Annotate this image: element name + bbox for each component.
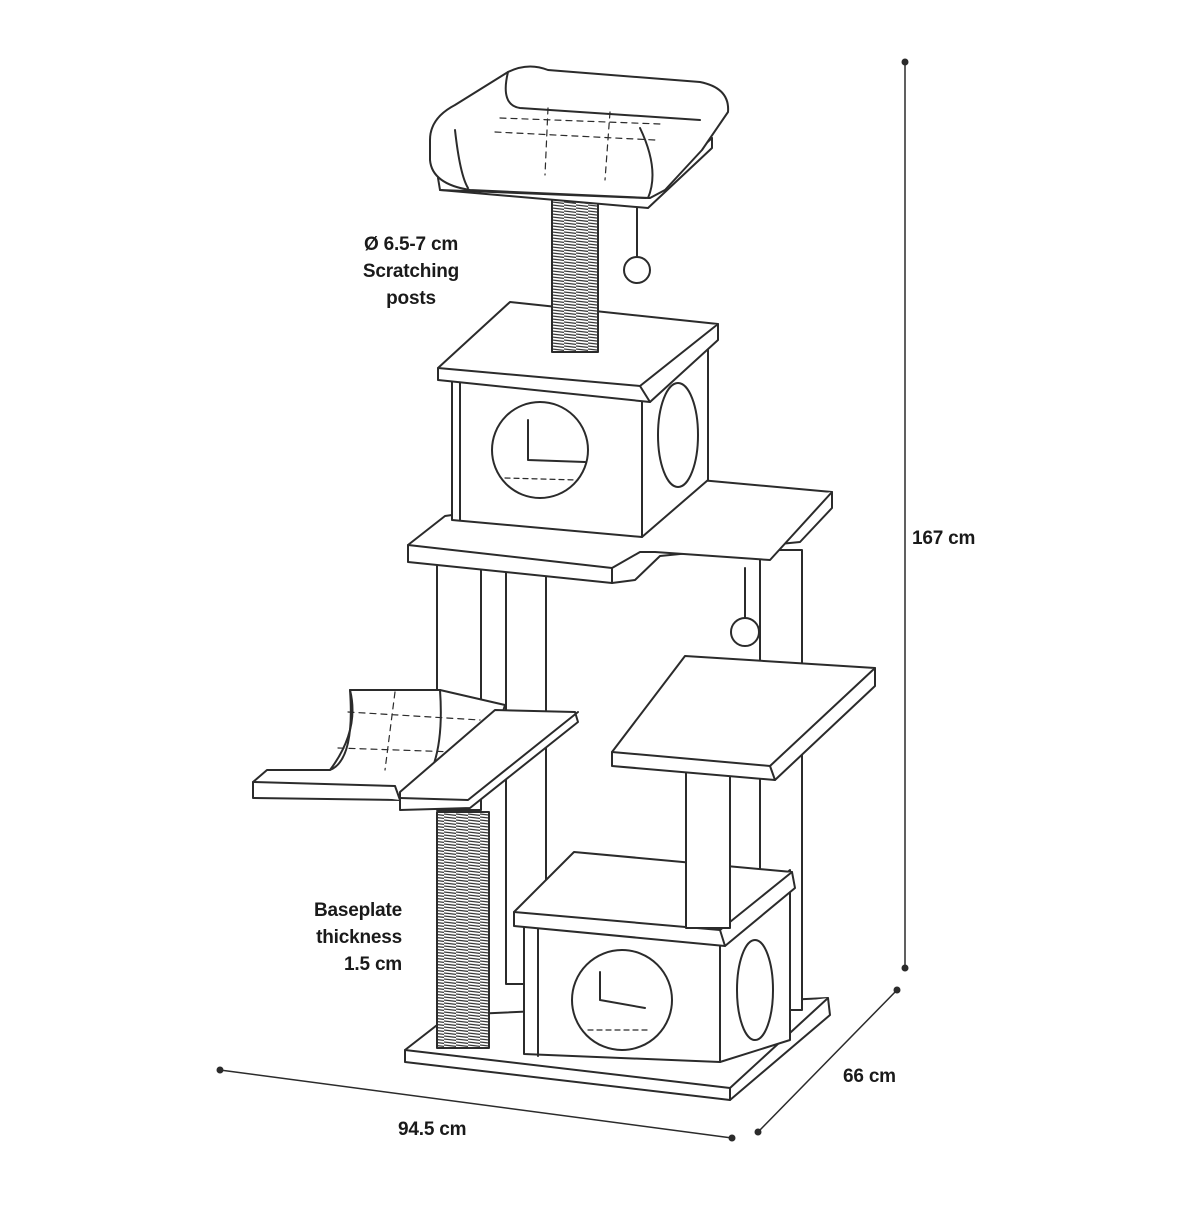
depth-dimension-label: 66 cm: [843, 1066, 896, 1087]
height-dimension-label: 167 cm: [912, 528, 976, 549]
post-diameter-line-1: Ø 6.5-7 cm: [363, 234, 459, 255]
mid-hanging-ball: [730, 567, 760, 647]
upper-scratching-post: [551, 195, 599, 353]
lower-house: [513, 851, 796, 1063]
post-diameter-line-2: Scratching: [362, 261, 460, 282]
post-diameter-label: Ø 6.5-7 cm Scratching posts: [352, 231, 470, 312]
middle-right-post: [685, 759, 731, 929]
baseplate-line-2: thickness: [316, 927, 402, 948]
lower-left-platform: [399, 709, 579, 811]
baseplate-line-1: Baseplate: [314, 900, 402, 921]
right-platform: [611, 655, 876, 781]
top-bed: [429, 65, 730, 209]
lower-scratching-post: [436, 811, 490, 1049]
baseplate-thickness-label: Baseplate thickness 1.5 cm: [270, 897, 402, 978]
width-dimension-label: 94.5 cm: [398, 1119, 467, 1140]
baseplate-line-3: 1.5 cm: [344, 954, 402, 975]
top-hanging-ball: [623, 205, 651, 284]
post-diameter-line-3: posts: [386, 288, 436, 309]
dimension-lines: [216, 58, 909, 1142]
upper-house: [437, 301, 719, 538]
